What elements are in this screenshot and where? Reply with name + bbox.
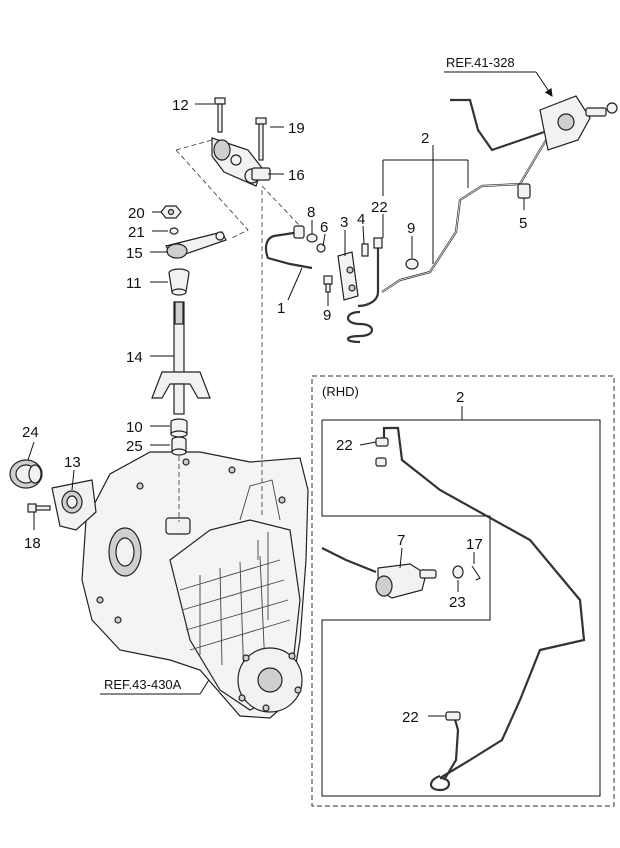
part-12-bolt[interactable] [214, 97, 226, 133]
callout-2-top[interactable]: 2 [421, 130, 429, 147]
callout-22-rhd-bottom[interactable]: 22 [402, 709, 419, 726]
callout-6[interactable]: 6 [320, 219, 328, 236]
callout-7[interactable]: 7 [397, 532, 405, 549]
callout-16[interactable]: 16 [288, 167, 305, 184]
ref-43-430a[interactable]: REF.43-430A [100, 671, 215, 695]
part-9-bolt-right[interactable] [405, 258, 419, 270]
callout-11[interactable]: 11 [126, 275, 142, 292]
callout-18[interactable]: 18 [24, 535, 41, 552]
callout-10[interactable]: 10 [126, 419, 143, 436]
svg-text:REF.43-430A: REF.43-430A [104, 677, 182, 692]
callout-2-rhd[interactable]: 2 [456, 389, 464, 406]
part-22-fitting-rhd-top[interactable] [375, 437, 389, 467]
part-17-clip[interactable] [471, 565, 481, 581]
part-21-washer[interactable] [169, 227, 179, 235]
part-19-bolt[interactable] [255, 117, 267, 161]
callout-14[interactable]: 14 [126, 349, 143, 366]
callouts: 12 19 2 16 20 8 6 3 22 4 9 5 21 15 11 1 … [22, 97, 527, 726]
part-4-clip[interactable] [361, 243, 369, 257]
callout-12[interactable]: 12 [172, 97, 189, 114]
part-2-pipe-lhd[interactable] [346, 123, 557, 344]
callout-22-top[interactable]: 22 [371, 199, 388, 216]
part-25-bushing[interactable] [171, 436, 187, 456]
callout-19[interactable]: 19 [288, 120, 305, 137]
callout-1[interactable]: 1 [277, 300, 285, 317]
callout-17[interactable]: 17 [466, 536, 483, 553]
part-1-hose[interactable] [264, 225, 313, 270]
rhd-label: (RHD) [322, 384, 359, 399]
leader-lines [27, 103, 525, 717]
part-2-pipe-rhd[interactable] [382, 426, 586, 792]
callout-24[interactable]: 24 [22, 424, 39, 441]
part-5-clip[interactable] [517, 183, 531, 199]
part-8-fitting[interactable] [306, 233, 318, 243]
part-6-gasket[interactable] [316, 243, 326, 253]
part-18-bolt[interactable] [27, 503, 51, 513]
callout-15[interactable]: 15 [126, 245, 143, 262]
part-11-bushing[interactable] [168, 268, 190, 296]
callout-23[interactable]: 23 [449, 594, 466, 611]
callout-3[interactable]: 3 [340, 214, 348, 231]
callout-9-right[interactable]: 9 [407, 220, 415, 237]
callout-13[interactable]: 13 [64, 454, 81, 471]
ref-41-328[interactable]: REF.41-328 [444, 55, 553, 97]
callout-25[interactable]: 25 [126, 438, 143, 455]
callout-9-left[interactable]: 9 [323, 307, 331, 324]
callout-21[interactable]: 21 [128, 224, 145, 241]
callout-20[interactable]: 20 [128, 205, 145, 222]
svg-text:REF.41-328: REF.41-328 [446, 55, 515, 70]
part-24-release-bearing[interactable] [9, 459, 43, 489]
part-7-master-cylinder[interactable] [321, 547, 437, 599]
callout-4[interactable]: 4 [357, 211, 365, 228]
part-10-bushing[interactable] [170, 418, 188, 438]
callout-8[interactable]: 8 [307, 204, 315, 221]
part-9-bolt-left[interactable] [323, 275, 333, 293]
part-14-shift-fork-shaft[interactable] [151, 301, 211, 415]
callout-22-rhd-top[interactable]: 22 [336, 437, 353, 454]
part-22-fitting-rhd-bottom[interactable] [445, 711, 461, 721]
part-23-washer[interactable] [452, 565, 464, 579]
rhd-inset: (RHD) [311, 375, 615, 807]
callout-5[interactable]: 5 [519, 215, 527, 232]
clutch-pedal-master-cylinder[interactable] [450, 95, 618, 152]
part-3-bracket[interactable] [337, 251, 359, 301]
part-20-nut[interactable] [160, 205, 182, 219]
part-15-lever[interactable] [165, 231, 227, 259]
transmission-housing [81, 451, 309, 719]
part-16-fitting[interactable] [251, 167, 271, 181]
part-13-release-sleeve[interactable] [51, 479, 97, 531]
